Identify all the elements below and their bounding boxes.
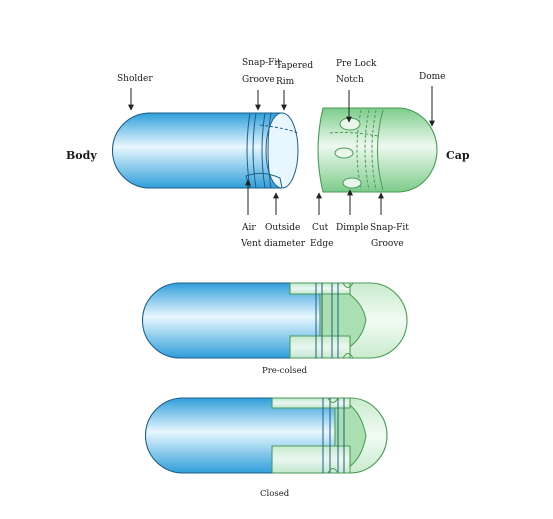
label-tapered-rim-1: Tapered (276, 61, 313, 71)
label-body: Body (66, 149, 97, 162)
label-cut-edge-1: Cut (312, 223, 329, 233)
label-outside-diameter-2: diameter (264, 239, 306, 249)
caption-pre-closed: Pre-colsed (262, 366, 308, 376)
label-dimple: Dimple (336, 223, 369, 233)
label-pre-lock-notch-2: Notch (336, 75, 364, 85)
separated-capsule: Sholder Snap-Fit Groove Tapered Rim Pre … (66, 58, 470, 249)
label-snap-fit-groove-bottom-1: Snap-Fit (370, 223, 409, 233)
label-cap: Cap (446, 149, 470, 162)
annotation-arrows (128, 86, 435, 215)
label-outside-diameter-1: Outside (265, 223, 300, 233)
label-sholder: Sholder (117, 74, 153, 84)
closed-capsule: Closed (144, 397, 388, 499)
label-tapered-rim-2: Rim (276, 77, 295, 87)
label-air-vent-1: Air (241, 223, 256, 233)
label-snap-fit-groove-top-1: Snap-Fit (242, 58, 281, 68)
label-air-vent-2: Vent (240, 239, 262, 249)
label-pre-lock-notch-1: Pre Lock (336, 59, 377, 69)
capsule-body (111, 112, 299, 189)
label-dome: Dome (419, 72, 446, 82)
label-snap-fit-groove-top-2: Groove (242, 75, 275, 85)
label-snap-fit-groove-bottom-2: Groove (371, 239, 404, 249)
capsule-cap (317, 107, 438, 193)
label-cut-edge-2: Edge (310, 239, 333, 249)
caption-closed: Closed (260, 489, 290, 499)
pre-closed-capsule: Pre-colsed (141, 282, 408, 376)
